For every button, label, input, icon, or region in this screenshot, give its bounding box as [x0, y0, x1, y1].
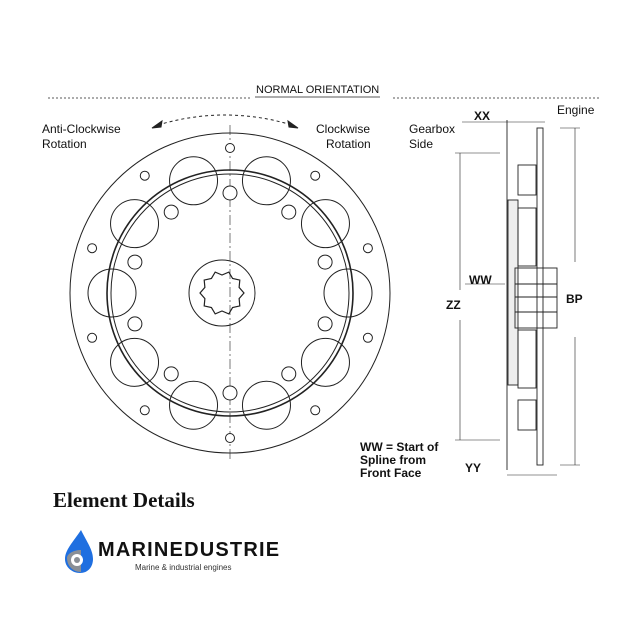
- outer-bolt-hole: [87, 243, 98, 254]
- ww-note-1: WW = Start of: [360, 440, 439, 454]
- inner-bolt-hole: [281, 366, 297, 382]
- scallop-lobe: [241, 380, 291, 430]
- outer-bolt-hole: [139, 405, 150, 416]
- inner-bolt-hole: [317, 316, 333, 332]
- outer-bolt-hole: [310, 170, 321, 181]
- clockwise-label-1: Clockwise: [316, 122, 371, 136]
- inner-bolt-hole: [127, 316, 143, 332]
- anti-clockwise-label-2: Rotation: [42, 137, 87, 151]
- inner-bolt-hole: [163, 204, 179, 220]
- scallop-lobe: [300, 199, 350, 249]
- section-title: Element Details: [53, 488, 195, 512]
- dim-xx: XX: [474, 109, 491, 123]
- scallop-lobe: [110, 337, 160, 387]
- dim-zz: ZZ: [446, 298, 461, 312]
- inner-bolt-hole: [127, 254, 143, 270]
- outer-bolt-hole: [362, 332, 373, 343]
- inner-bolt-hole: [222, 385, 238, 401]
- inner-bolt-hole: [317, 254, 333, 270]
- scallop-lobe: [169, 380, 219, 430]
- marinedustrie-logo-icon: [65, 530, 93, 573]
- scallop-lobe: [323, 268, 373, 318]
- spline-bore: [199, 271, 245, 315]
- brand-tagline: Marine & industrial engines: [135, 563, 232, 572]
- outer-bolt-hole: [87, 332, 98, 343]
- scallop-lobe: [300, 337, 350, 387]
- inner-bolt-hole: [222, 185, 238, 201]
- ww-note-3: Front Face: [360, 466, 422, 480]
- ww-note-2: Spline from: [360, 453, 427, 467]
- engine-label: Engine: [557, 103, 595, 117]
- gearbox-label-2: Side: [409, 137, 434, 151]
- inner-bolt-hole: [163, 366, 179, 382]
- orientation-label: NORMAL ORIENTATION: [256, 84, 380, 96]
- scallop-lobe: [87, 268, 137, 318]
- dim-ww: WW: [469, 273, 492, 287]
- scallop-lobe: [110, 199, 160, 249]
- brand-name: MARINEDUSTRIE: [98, 539, 281, 561]
- scallop-lobe: [169, 156, 219, 206]
- outer-bolt-hole: [225, 143, 235, 153]
- gearbox-label-1: Gearbox: [409, 122, 456, 136]
- dim-bp: BP: [566, 292, 583, 306]
- outer-bolt-hole: [362, 243, 373, 254]
- inner-bolt-hole: [281, 204, 297, 220]
- dim-yy: YY: [465, 461, 482, 475]
- clockwise-label-2: Rotation: [326, 137, 371, 151]
- outer-bolt-hole: [139, 170, 150, 181]
- anti-clockwise-label-1: Anti-Clockwise: [42, 122, 121, 136]
- outer-bolt-hole: [310, 405, 321, 416]
- outer-bolt-hole: [225, 433, 235, 443]
- scallop-lobe: [241, 156, 291, 206]
